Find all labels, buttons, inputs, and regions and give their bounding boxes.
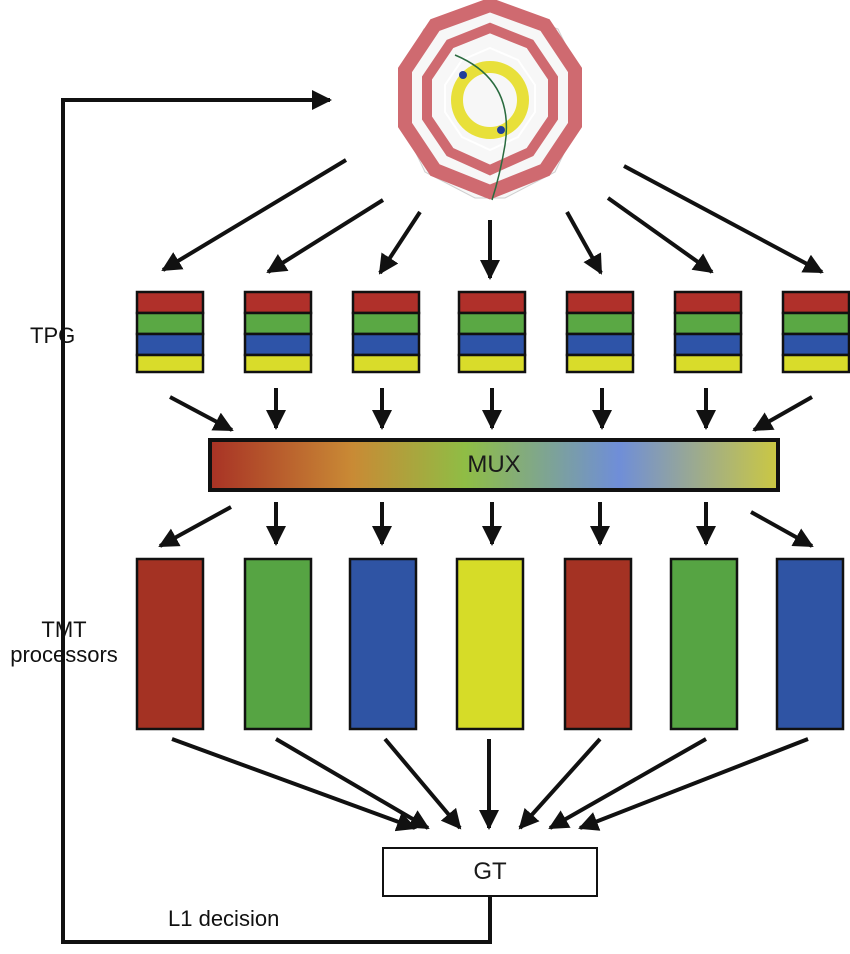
tpg-board-7-stripe-4 — [781, 353, 850, 374]
tpg-board-7 — [781, 290, 850, 374]
tmt-to-gt-arrow-7 — [578, 737, 809, 831]
mux-label: MUX — [467, 451, 521, 478]
tpg-board-5-stripe-4 — [565, 353, 635, 374]
tpg-board-5-stripe-3 — [565, 332, 635, 357]
detector-to-tpg-arrow-2 — [266, 198, 385, 274]
tpg-board-5-stripe-2 — [565, 311, 635, 336]
tpg-board-7-stripe-3 — [781, 332, 850, 357]
tmt-layer — [135, 557, 845, 731]
mux-box — [208, 438, 780, 492]
tpg-board-5 — [565, 290, 635, 374]
tpg-board-6-stripe-1 — [673, 290, 743, 315]
tmt-processor-3 — [348, 557, 418, 731]
tpg-board-4 — [457, 290, 527, 374]
detector-to-tpg-arrow-5 — [565, 211, 603, 275]
gt-box — [382, 847, 598, 897]
tpg-board-7-stripe-2 — [781, 311, 850, 336]
detector-cross-section — [398, 0, 582, 201]
tmt-processor-5 — [563, 557, 633, 731]
tmt-processor-7 — [775, 557, 845, 731]
detector-to-tpg-arrow-7 — [623, 164, 824, 274]
mux-to-tmt-arrow-7 — [750, 510, 814, 548]
tpg-label: TPG — [30, 323, 76, 348]
tpg-board-7-stripe-1 — [781, 290, 850, 315]
tpg-board-2-stripe-4 — [243, 353, 313, 374]
tpg-board-3 — [351, 290, 421, 374]
tmt-label-line-2: processors — [10, 642, 118, 668]
tpg-board-6 — [673, 290, 743, 374]
tpg-board-1-stripe-1 — [135, 290, 205, 315]
tmt-to-gt-arrow-2 — [274, 737, 430, 830]
tpg-board-2 — [243, 290, 313, 374]
detector-to-tpg-arrow-3 — [378, 210, 422, 275]
tpg-to-mux-arrow-1 — [169, 395, 234, 432]
tmt-label-line-1: TMT — [41, 617, 87, 642]
tpg-to-mux-arrow-7 — [752, 395, 813, 432]
tmt-to-gt-arrow-1 — [171, 737, 417, 832]
tmt-processor-2 — [243, 557, 313, 731]
tpg-board-1-stripe-4 — [135, 353, 205, 374]
tpg-board-3-stripe-2 — [351, 311, 421, 336]
tmt-to-gt-arrow-6 — [548, 737, 707, 830]
tpg-board-6-stripe-4 — [673, 353, 743, 374]
tmt-processors-label: TMT processors — [0, 617, 128, 668]
detector-to-tpg-arrow-1 — [161, 158, 348, 272]
tpg-board-3-stripe-4 — [351, 353, 421, 374]
mux-to-tmt-arrow-1 — [158, 505, 232, 548]
tpg-board-4-stripe-2 — [457, 311, 527, 336]
tpg-board-4-stripe-1 — [457, 290, 527, 315]
tpg-board-5-stripe-1 — [565, 290, 635, 315]
tmt-processor-6 — [669, 557, 739, 731]
tpg-board-6-stripe-3 — [673, 332, 743, 357]
tpg-board-2-stripe-1 — [243, 290, 313, 315]
tpg-board-1-stripe-2 — [135, 311, 205, 336]
tpg-layer — [135, 290, 850, 374]
tpg-board-6-stripe-2 — [673, 311, 743, 336]
arrow-layer — [158, 158, 824, 832]
gt-label: GT — [473, 858, 507, 885]
tpg-board-1-stripe-3 — [135, 332, 205, 357]
tpg-board-4-stripe-4 — [457, 353, 527, 374]
tpg-board-3-stripe-1 — [351, 290, 421, 315]
tmt-processor-4 — [455, 557, 525, 731]
detector-to-tpg-arrow-6 — [606, 196, 714, 274]
tmt-processor-1 — [135, 557, 205, 731]
tpg-board-2-stripe-2 — [243, 311, 313, 336]
tpg-board-1 — [135, 290, 205, 374]
tmt-to-gt-arrow-3 — [383, 737, 462, 830]
tmt-to-gt-arrow-5 — [518, 737, 602, 830]
tpg-board-4-stripe-3 — [457, 332, 527, 357]
tpg-board-3-stripe-3 — [351, 332, 421, 357]
l1-feedback-arrow — [61, 90, 492, 944]
l1-decision-label: L1 decision — [168, 906, 280, 931]
tpg-board-2-stripe-3 — [243, 332, 313, 357]
